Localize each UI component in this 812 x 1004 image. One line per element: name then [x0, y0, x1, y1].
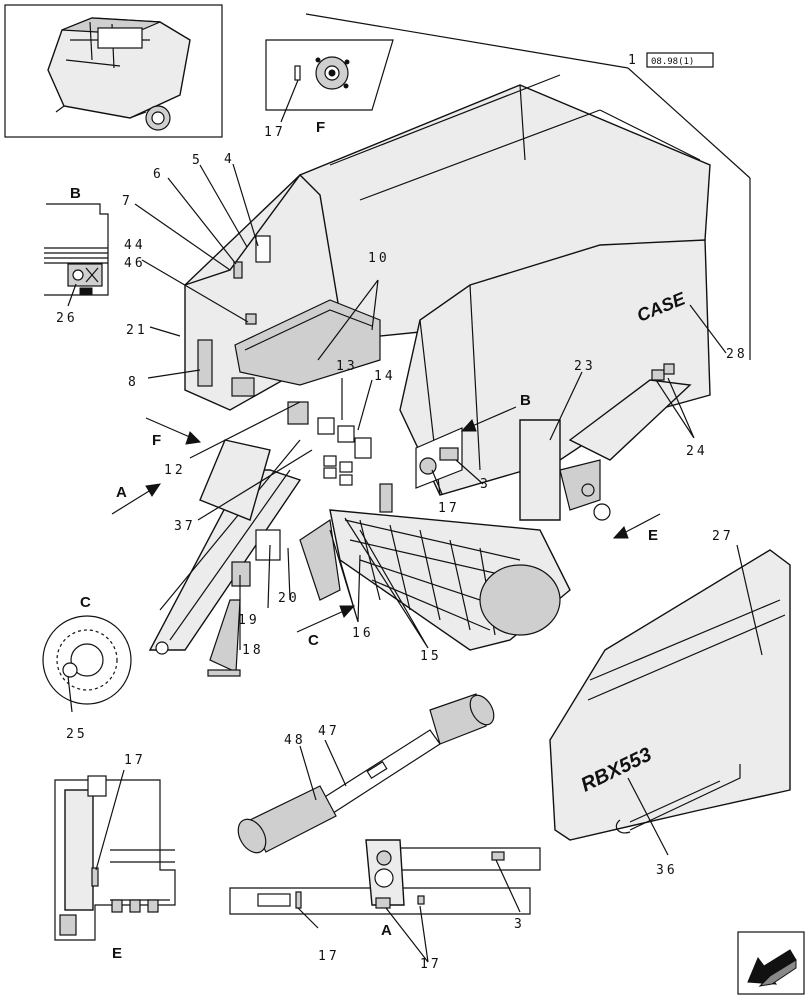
callout-21: 21 — [126, 323, 148, 338]
callout-36: 36 — [656, 863, 678, 878]
callout-numbers: 4 5 6 7 44 46 21 8 10 13 14 12 37 19 20 … — [122, 152, 748, 972]
view-letter-a-detail: A — [381, 922, 392, 939]
callout-28: 28 — [726, 347, 748, 362]
tongue-hitch — [148, 439, 302, 677]
detail-a-frame — [229, 839, 541, 915]
callout-16: 16 — [352, 626, 374, 641]
callout-15: 15 — [420, 649, 442, 664]
navigation-arrow-icon[interactable] — [737, 931, 805, 995]
callout-25: 25 — [66, 727, 88, 742]
control-panel-left — [197, 339, 213, 387]
callout-12: 12 — [164, 463, 186, 478]
callout-27: 27 — [712, 529, 734, 544]
view-letter-b-detail: B — [70, 185, 81, 202]
view-letter-c-detail: C — [80, 594, 91, 611]
pto-driveshaft — [237, 693, 495, 854]
overview-inset — [4, 4, 223, 138]
detail-f: 17 F — [264, 39, 394, 140]
callout-47: 47 — [318, 724, 340, 739]
callout-4: 4 — [224, 152, 235, 167]
callout-14: 14 — [374, 369, 396, 384]
view-letter-c-arrow: C — [308, 632, 319, 649]
leader-lines — [134, 163, 763, 963]
callout-3-detail: 3 — [514, 917, 525, 932]
callout-20: 20 — [278, 591, 300, 606]
view-letter-a-arrow: A — [116, 484, 127, 501]
callout-19: 19 — [238, 613, 260, 628]
view-letter-e-arrow: E — [648, 527, 658, 544]
callout-48: 48 — [284, 733, 306, 748]
view-arrows — [111, 406, 661, 633]
reference-index: 1 — [628, 53, 639, 68]
detail-e: 17 E — [54, 753, 176, 962]
callout-17-f: 17 — [264, 125, 286, 140]
view-letter-e-detail: E — [112, 945, 122, 962]
callout-17-detail-right: 17 — [420, 957, 442, 972]
callout-17-main: 17 — [438, 501, 460, 516]
callout-26: 26 — [56, 311, 78, 326]
callout-7: 7 — [122, 194, 133, 209]
callout-13: 13 — [336, 359, 358, 374]
view-letter-f-top: F — [316, 119, 325, 136]
view-letter-b-arrow: B — [520, 392, 531, 409]
right-support-jack — [519, 379, 692, 521]
decal-17-f — [294, 65, 301, 81]
callout-24: 24 — [686, 444, 708, 459]
view-letter-f-arrow: F — [152, 432, 161, 449]
callout-6: 6 — [153, 167, 164, 182]
pickup-assembly — [299, 509, 571, 651]
callout-46: 46 — [124, 256, 146, 271]
reference-box: 1 08.98(1) — [305, 13, 751, 360]
callout-17-detail-left: 17 — [318, 949, 340, 964]
callout-23: 23 — [574, 359, 596, 374]
callout-5: 5 — [192, 153, 203, 168]
baler-main-body: CASE — [184, 74, 711, 513]
callout-18: 18 — [242, 643, 264, 658]
callout-44: 44 — [124, 238, 146, 253]
detail-b: B 26 — [44, 185, 109, 326]
overview-machine-icon — [47, 17, 191, 131]
detail-c: C 25 — [42, 594, 132, 742]
side-panel: RBX553 — [549, 549, 791, 841]
callout-17-e: 17 — [124, 753, 146, 768]
callout-3-main: 3 — [480, 477, 491, 492]
reference-code: 08.98(1) — [651, 57, 694, 67]
callout-8: 8 — [128, 375, 139, 390]
callout-37: 37 — [174, 519, 196, 534]
callout-10: 10 — [368, 251, 390, 266]
